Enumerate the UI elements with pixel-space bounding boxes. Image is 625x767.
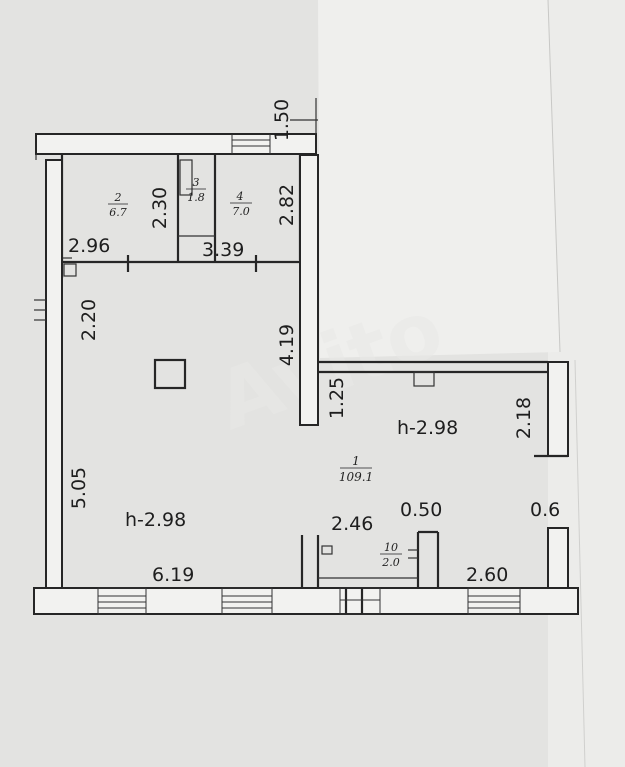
dimension-label: 3.39 [202,239,244,261]
svg-text:1: 1 [352,454,360,468]
dimension-label: 2.96 [68,235,110,257]
room-label-2: 2 6.7 [108,191,128,219]
dimension-label: 2.82 [276,184,298,226]
room-label-10: 10 2.0 [380,541,402,569]
top-wall [35,133,317,155]
svg-text:4: 4 [236,190,244,203]
svg-text:2: 2 [114,191,122,204]
dimension-label: 0.50 [400,499,442,521]
dimension-label: 2.18 [513,397,535,439]
ceiling-height-main: h-2.98 [125,509,186,531]
structural-column [153,358,187,390]
room-label-4: 4 7.0 [230,190,252,218]
window-2 [221,587,273,615]
room-label-3: 3 1.8 [186,176,206,204]
dimension-label: 2.46 [331,513,373,535]
left-wall [45,159,63,589]
bottom-wall [33,587,579,615]
right-wall-lower [547,527,569,589]
dimension-label: 2.20 [78,299,100,341]
dimension-label: 4.19 [276,324,298,366]
window-1 [97,587,147,615]
window-3 [467,587,521,615]
svg-text:3: 3 [193,176,200,189]
ceiling-height-right: h-2.98 [397,417,458,439]
svg-text:7.0: 7.0 [232,205,250,218]
entrance-door [339,587,381,615]
central-wall [299,154,319,426]
svg-text:109.1: 109.1 [339,470,373,484]
dimension-label: 5.05 [68,467,90,509]
dimension-label: 1.50 [271,99,293,141]
dimension-label: 1.25 [326,377,348,419]
dimension-label: 0.6 [530,499,560,521]
svg-text:1.8: 1.8 [187,191,205,204]
dimension-label: 6.19 [152,564,194,586]
svg-text:2.0: 2.0 [381,556,400,569]
svg-text:10: 10 [384,541,398,554]
dimension-label: 2.60 [466,564,508,586]
dimension-label: 2.30 [149,187,171,229]
room-label-1: 1 109.1 [339,454,373,484]
svg-text:6.7: 6.7 [109,206,127,219]
paper-overlay-sheet [318,0,560,358]
right-wall-upper [547,361,569,457]
